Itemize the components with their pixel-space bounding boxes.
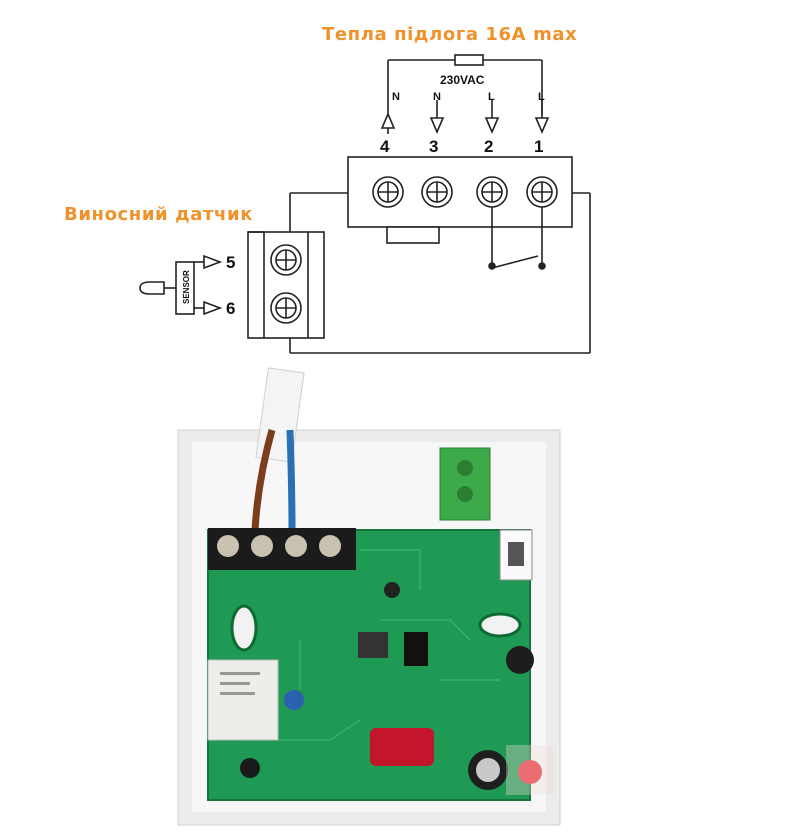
sensor-label: SENSOR [182,270,191,304]
terminal-4-signal: N [392,91,400,103]
sensor-terminal-icon [439,447,491,521]
wiring-diagram: 230VAC N N L L 4 3 2 1 5 6 SENSOR [139,54,591,354]
capacitor-icon [370,728,434,766]
terminal-5-number: 5 [226,253,235,272]
terminal-4-number: 4 [380,137,390,156]
heated-floor-title: Тепла підлога 16А max [322,24,578,45]
terminal-1-signal: L [538,91,545,103]
load-resistor [454,54,484,66]
terminal-2-number: 2 [484,137,493,156]
voltage-label: 230VAC [440,73,485,87]
screw-5-icon [270,244,302,276]
terminal-block-icon [208,528,356,570]
terminal-1-number: 1 [534,137,543,156]
screw-2-icon [476,176,508,208]
terminal-3-number: 3 [429,137,438,156]
terminal-6-number: 6 [226,299,235,318]
screw-4-icon [372,176,404,208]
thermostat-board-photo [177,367,561,826]
remote-sensor-title: Виносний датчик [64,204,254,225]
screw-6-icon [270,292,302,324]
terminal-2-signal: L [488,91,495,103]
terminal-3-signal: N [433,91,441,103]
screw-1-icon [526,176,558,208]
screw-3-icon [421,176,453,208]
